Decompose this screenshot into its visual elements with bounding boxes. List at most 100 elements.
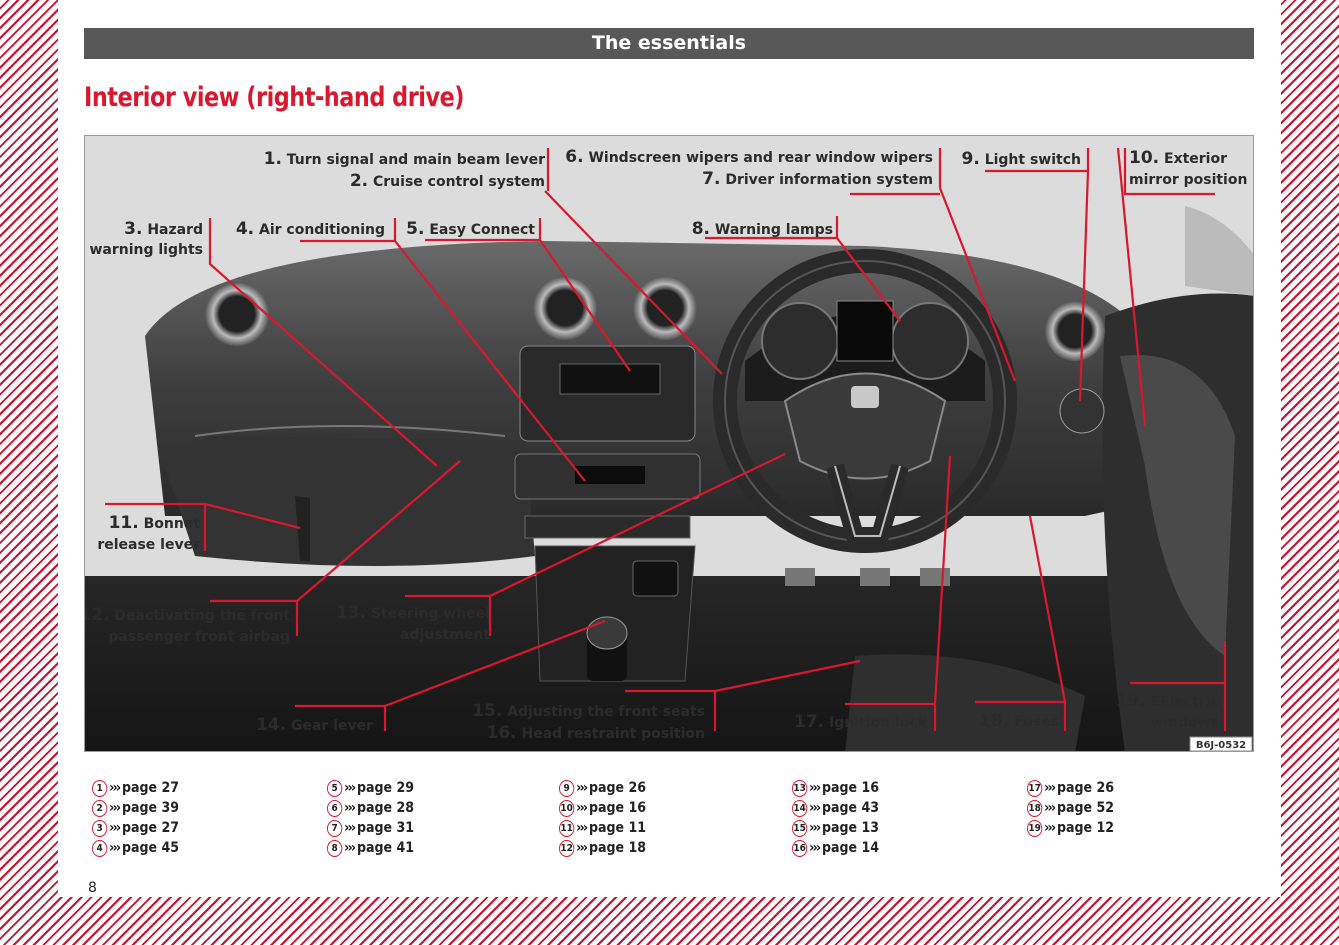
reference-item[interactable]: 2›››page 39 — [92, 798, 179, 818]
callout-12: 12. Deactivating the front — [85, 605, 290, 625]
reference-item[interactable]: 8›››page 41 — [327, 838, 414, 858]
item-number-badge: 10 — [559, 799, 575, 817]
callout-11-line2: release lever — [97, 537, 200, 553]
page-reference: page 41 — [356, 840, 414, 856]
air-vent-right — [1045, 301, 1105, 361]
callout-labels: 1. Turn signal and main beam lever 2. Cr… — [85, 147, 1247, 743]
callout-13-line2: adjustment — [400, 627, 490, 643]
callout-7: 7. Driver information system — [702, 169, 933, 189]
page-link-arrow-icon: ››› — [1044, 820, 1056, 836]
page-link-arrow-icon: ››› — [809, 820, 821, 836]
pedal-accelerator — [920, 568, 950, 586]
reference-item[interactable]: 15›››page 13 — [792, 818, 879, 838]
section-header: The essentials — [84, 28, 1254, 59]
reference-item[interactable]: 13›››page 16 — [792, 778, 879, 798]
page-reference: page 11 — [588, 820, 646, 836]
callout-5: 5. Easy Connect — [406, 219, 535, 239]
callout-4: 4. Air conditioning — [236, 219, 385, 239]
item-number-badge: 1 — [92, 779, 108, 797]
page-link-arrow-icon: ››› — [809, 800, 821, 816]
item-number-badge: 2 — [92, 799, 108, 817]
page-link-arrow-icon: ››› — [576, 840, 588, 856]
callout-3-line2: warning lights — [89, 242, 203, 258]
figure-code: B6J-0532 — [1196, 740, 1246, 751]
page-reference: page 29 — [356, 780, 414, 796]
reference-item[interactable]: 1›››page 27 — [92, 778, 179, 798]
reference-item[interactable]: 14›››page 43 — [792, 798, 879, 818]
callout-10-line2: mirror position — [1129, 172, 1247, 188]
page-reference: page 26 — [588, 780, 646, 796]
page-reference: page 52 — [1056, 800, 1114, 816]
callout-3: 3. Hazard — [124, 219, 203, 239]
seat-badge — [851, 386, 879, 408]
air-vent-centre-left — [533, 276, 597, 340]
page-reference: page 28 — [356, 800, 414, 816]
page-reference: page 27 — [121, 780, 179, 796]
reference-item[interactable]: 9›››page 26 — [559, 778, 646, 798]
item-number-badge: 4 — [92, 839, 108, 857]
page-link-arrow-icon: ››› — [344, 820, 356, 836]
reference-item[interactable]: 10›››page 16 — [559, 798, 646, 818]
callout-6: 6. Windscreen wipers and rear window wip… — [565, 147, 933, 167]
light-switch — [1059, 388, 1105, 434]
page-link-arrow-icon: ››› — [109, 820, 121, 836]
bonnet-lever — [295, 496, 310, 561]
reference-item[interactable]: 4›››page 45 — [92, 838, 179, 858]
dashboard-illustration: 1. Turn signal and main beam lever 2. Cr… — [85, 136, 1253, 751]
reference-item[interactable]: 6›››page 28 — [327, 798, 414, 818]
callout-19-line2: windows — [1150, 715, 1219, 731]
page-reference: page 18 — [588, 840, 646, 856]
reference-item[interactable]: 5›››page 29 — [327, 778, 414, 798]
reference-item[interactable]: 7›››page 31 — [327, 818, 414, 838]
page-link-arrow-icon: ››› — [1044, 800, 1056, 816]
item-number-badge: 16 — [792, 839, 808, 857]
item-number-badge: 19 — [1027, 819, 1043, 837]
page-number: 8 — [84, 880, 101, 896]
page-reference: page 13 — [821, 820, 879, 836]
callout-19: 19. EElectric — [1116, 691, 1219, 711]
gear-knob — [586, 616, 628, 650]
leader-lines — [105, 147, 1227, 731]
reference-item[interactable]: 12›››page 18 — [559, 838, 646, 858]
page-link-arrow-icon: ››› — [109, 800, 121, 816]
reference-item[interactable]: 18›››page 52 — [1027, 798, 1114, 818]
air-vent-left — [205, 282, 269, 346]
page-link-arrow-icon: ››› — [109, 780, 121, 796]
interior-diagram: 1. Turn signal and main beam lever 2. Cr… — [84, 135, 1254, 752]
callout-13: 13. Steering wheel — [336, 603, 490, 623]
manual-page: The essentials Interior view (right-hand… — [58, 0, 1281, 897]
page-reference: page 16 — [588, 800, 646, 816]
reference-item[interactable]: 11›››page 11 — [559, 818, 646, 838]
item-number-badge: 5 — [327, 779, 343, 797]
reference-item[interactable]: 3›››page 27 — [92, 818, 179, 838]
page-reference: page 26 — [1056, 780, 1114, 796]
callout-8: 8. Warning lamps — [692, 219, 833, 239]
item-number-badge: 17 — [1027, 779, 1043, 797]
page-link-arrow-icon: ››› — [809, 840, 821, 856]
callout-12-line2: passenger front airbag — [108, 629, 290, 645]
page-title: Interior view (right-hand drive) — [84, 82, 465, 113]
callout-10: 10. Exterior — [1129, 148, 1227, 168]
pedal-clutch — [785, 568, 815, 586]
callout-1: 1. Turn signal and main beam lever — [264, 149, 545, 169]
page-reference: page 14 — [821, 840, 879, 856]
callout-9: 9. Light switch — [962, 149, 1081, 169]
page-reference: page 39 — [121, 800, 179, 816]
item-number-badge: 18 — [1027, 799, 1043, 817]
callout-15: 15. Adjusting the front seats — [472, 701, 705, 721]
item-number-badge: 13 — [792, 779, 808, 797]
reference-item[interactable]: 19›››page 12 — [1027, 818, 1114, 838]
reference-item[interactable]: 17›››page 26 — [1027, 778, 1114, 798]
page-reference: page 27 — [121, 820, 179, 836]
page-reference: page 43 — [821, 800, 879, 816]
reference-item[interactable]: 16›››page 14 — [792, 838, 879, 858]
item-number-badge: 8 — [327, 839, 343, 857]
page-link-arrow-icon: ››› — [344, 780, 356, 796]
page-link-arrow-icon: ››› — [109, 840, 121, 856]
callout-14: 14. Gear lever — [256, 715, 373, 735]
item-number-badge: 6 — [327, 799, 343, 817]
